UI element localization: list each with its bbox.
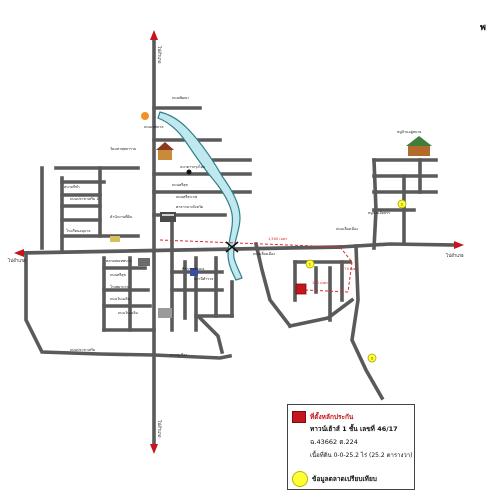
svg-text:1: 1 [309,263,311,267]
road-label: ถนนประชาเสริม 1 [70,197,99,201]
road-network [18,36,458,448]
direction-arrow-icon [150,444,158,454]
landmark-label: โรงเรียนอนุบาล [66,228,90,234]
temple-icon [156,142,174,160]
road-label: ถนนศรีสุข [110,272,126,278]
building-icon [110,236,120,242]
north-destination-label: ไปอำเภอ [156,45,163,64]
legend-market-label: ข้อมูลตลาดเปรียบเทียบ [312,475,377,483]
south-destination-label: ไปอำเภอ [156,419,163,438]
comparable-marker: 2 [397,199,407,209]
comparable-swatch [292,471,308,487]
school-icon [141,112,149,120]
building-icon [190,268,198,276]
road-label: ถนนเลี่ยงเมือง [336,226,358,231]
direction-arrow-icon [150,30,158,40]
corner-text: พ [480,23,486,33]
building-icon [160,212,176,222]
road-label: ถนนเลี่ยงเมือง [253,251,275,256]
map-legend: ที่ตั้งหลักประกัน ทาวน์เฮ้าส์ 1 ชั้น เลข… [287,404,415,490]
landmark-label: สำนักงานที่ดิน [110,214,133,219]
legend-subject-line2: ฉ.43662 ต.224 [310,438,358,446]
legend-subject-line1: ทาวน์เฮ้าส์ 1 ชั้น เลขที่ 46/17 [310,425,398,433]
building-icon [186,169,192,175]
route-to-subject [159,239,353,293]
landmark-icons [110,112,432,318]
distance-label: 170 เมตร [342,267,358,271]
landmark-labels: หมู่บ้านอยู่สบาย วัดมหาพุทธาราม ธนาคารกร… [64,129,421,289]
subject-swatch [292,411,306,423]
landmark-label: วัดมหาพุทธาราม [110,147,137,152]
landmark-label: โรงพยาบาล [110,284,129,289]
distance-labels: 1,500 เมตร 170 เมตร 145 เมตร [268,237,358,285]
landmark-label: สนามกีฬา [64,184,80,189]
distance-label: 1,500 เมตร [268,237,287,241]
building-icon [158,308,172,318]
road-label: ถนนศรีสะเกษ [176,194,198,199]
landmark-label: ที่ว่าการอำเภอ [182,266,204,271]
road-label: ถนนคูเมือง [170,352,187,357]
direction-arrow-icon [14,249,24,257]
road-label: ถนนเทศบาล [144,125,163,129]
comparable-marker: 1 [305,259,315,269]
landmark-label: หมู่บ้านจัดสรร [368,210,390,215]
building-icon [138,258,150,266]
comparable-markers: 1 2 3 [305,199,407,363]
direction-arrows [14,30,464,454]
road-labels: ถนนเทศบาล ถนนศรีสุข ถนนศรีสะเกษ ถนนพัฒนา… [70,96,358,357]
distance-label: 145 เมตร [312,281,328,285]
legend-subject-line3: เนื้อที่ดิน 0-0-25.2 ไร่ (25.2 ตารางวา) [310,452,413,459]
direction-labels: ไปอำเภอ ไปอำเภอ ไปอำเภอ ไปอำเภอ [7,45,464,438]
landmark-label: ธนาคารกรุงไทย [180,164,205,170]
landmark-label: ศาลากลางจังหวัด [176,205,204,209]
road-label: ถนนประชาเสริม [70,348,96,352]
west-destination-label: ไปอำเภอ [7,257,26,264]
bridge-icon [225,241,239,253]
road-label: ถนนพัฒนา [172,96,189,100]
landmark-label: หมู่บ้านอยู่สบาย [397,129,421,134]
house-icon [406,136,432,156]
direction-arrow-icon [454,241,464,249]
river [157,111,243,281]
road-label: ถนนศรีสุข [172,182,188,188]
landmark-label: ตลาดสดเทศบาล [106,259,132,263]
svg-text:3: 3 [371,357,373,361]
svg-text:2: 2 [401,203,403,207]
landmark-label: สถานีตำรวจ [194,276,213,281]
road-label: ถนนวันเฉลิม [110,297,130,301]
legend-subject-title: ที่ตั้งหลักประกัน [310,413,354,421]
subject-property [295,283,307,295]
east-destination-label: ไปอำเภอ [445,252,464,259]
road-label: ถนนวันเฉลิม [118,311,138,315]
comparable-marker: 3 [367,353,377,363]
